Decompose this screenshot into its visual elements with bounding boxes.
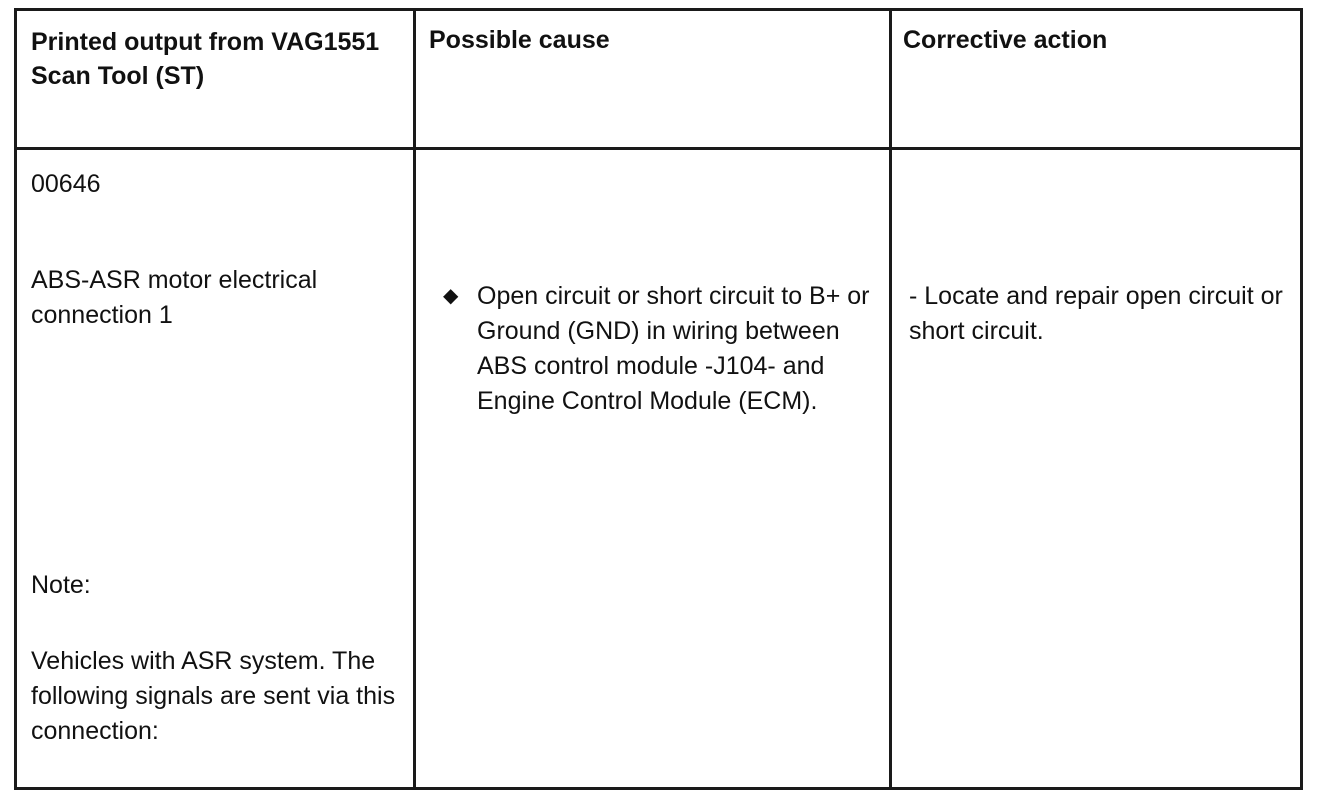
header-possible-cause: Possible cause — [429, 26, 610, 54]
corrective-action-text: - Locate and repair open circuit or shor… — [909, 282, 1283, 345]
column-divider-1 — [413, 11, 416, 787]
diamond-bullet-icon: ◆ — [443, 285, 459, 307]
fault-description: ABS-ASR motor electrical connection 1 — [31, 266, 318, 329]
note-text: Vehicles with ASR system. The following … — [31, 647, 396, 745]
fault-code-table: Printed output from VAG1551 Scan Tool (S… — [14, 8, 1303, 790]
possible-cause-text: Open circuit or short circuit to B+ or G… — [477, 282, 870, 415]
possible-cause-item: ◆ Open circuit or short circuit to B+ or… — [443, 279, 883, 419]
column-divider-2 — [889, 11, 892, 787]
note-label: Note: — [31, 571, 91, 599]
header-divider — [17, 147, 1300, 150]
header-printed-output: Printed output from VAG1551 Scan Tool (S… — [31, 28, 380, 90]
fault-code: 00646 — [31, 170, 101, 198]
header-corrective-action: Corrective action — [903, 26, 1108, 54]
